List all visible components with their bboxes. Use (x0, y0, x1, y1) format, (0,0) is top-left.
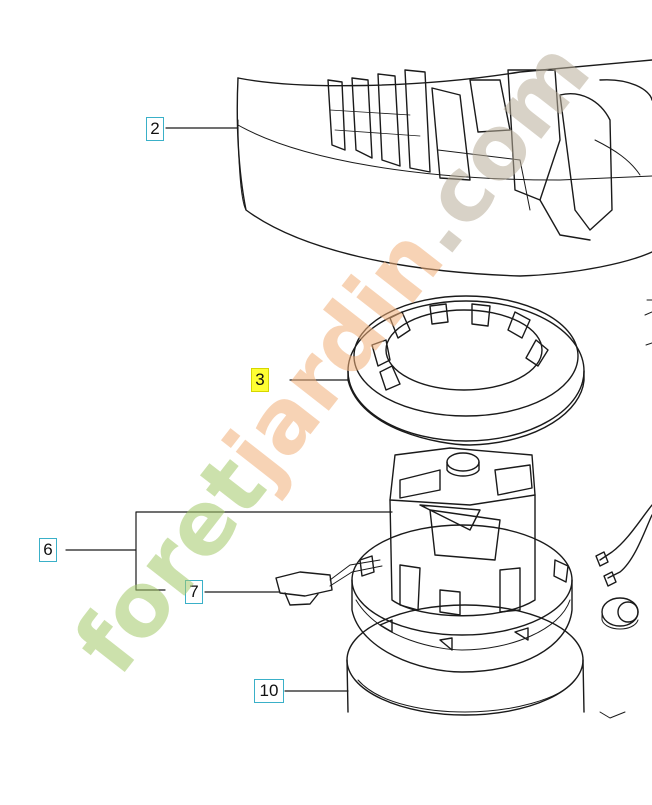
callout-10: 10 (254, 679, 284, 703)
edge-fragment (599, 711, 626, 719)
wire-harness (595, 299, 652, 587)
callout-6: 6 (39, 538, 57, 562)
part-2-upper-housing (236, 59, 652, 277)
part-7-connector (275, 559, 383, 606)
part-6-motor (351, 447, 573, 673)
leader-lines (65, 127, 393, 692)
callout-7: 7 (185, 580, 203, 604)
callout-3: 3 (251, 368, 269, 392)
part-10-lower-housing (346, 604, 585, 716)
part-3-ring (347, 295, 585, 446)
callout-2: 2 (146, 117, 164, 141)
washer (601, 597, 639, 630)
